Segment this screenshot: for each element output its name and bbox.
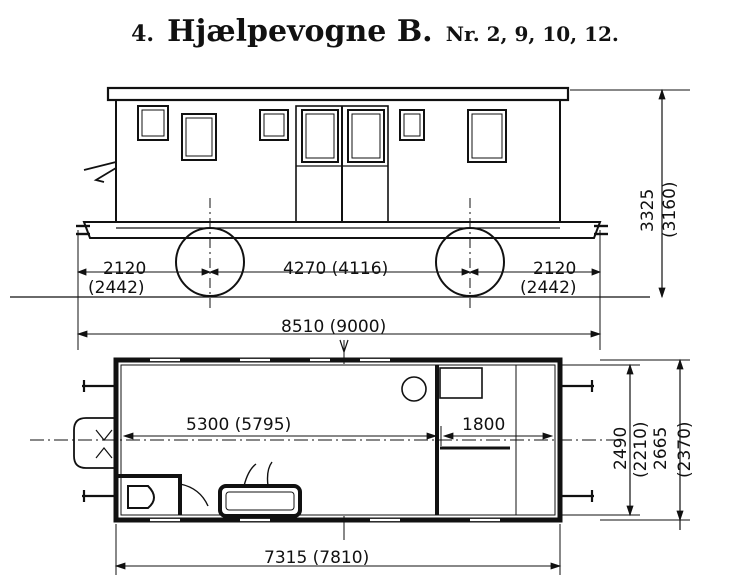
side-view: 2120 (2442) 4270 (4116) 2120 (2442) 8510…: [10, 86, 690, 350]
plan-view: 5300 (5795) 1800 7315 (7810) 2490 (2210)…: [30, 339, 695, 575]
toilet-cubicle: [116, 474, 182, 515]
dim-height-alt: (3160): [660, 181, 680, 238]
windows: [137, 105, 507, 163]
plan-buffers: [82, 380, 594, 502]
title-name: Hjælpevogne B.: [167, 14, 433, 49]
underframe: [82, 221, 602, 239]
dim-overall-length: 8510 (9000): [281, 317, 386, 337]
end-platform: [73, 417, 116, 469]
dim-overhang-right-alt: (2442): [520, 278, 577, 298]
title-numbers: Nr. 2, 9, 10, 12.: [445, 22, 619, 46]
bench: [218, 484, 302, 518]
end-step: [83, 161, 117, 183]
double-door: [295, 105, 389, 223]
dim-overhang-right: 2120: [533, 259, 576, 279]
dim-overhang-left: 2120: [103, 259, 146, 279]
stove: [401, 376, 427, 402]
dim-outer-width-alt: (2370): [675, 421, 695, 478]
toilet: [127, 485, 155, 509]
title-number: 4.: [131, 21, 155, 47]
dim-overhang-left-alt: (2442): [88, 278, 145, 298]
dim-height: 3325: [638, 189, 658, 232]
roof: [106, 86, 570, 102]
dim-outer-width: 2665: [651, 427, 671, 470]
dim-wheelbase: 4270 (4116): [283, 259, 388, 279]
dim-inner-width-alt: (2210): [631, 421, 651, 478]
dim-compartment-length: 5300 (5795): [186, 415, 291, 435]
dim-inner-width: 2490: [611, 427, 631, 470]
page-title: 4. Hjælpevogne B. Nr. 2, 9, 10, 12.: [0, 14, 750, 49]
dim-end-compartment: 1800: [462, 415, 505, 435]
dim-body-length: 7315 (7810): [264, 548, 369, 568]
